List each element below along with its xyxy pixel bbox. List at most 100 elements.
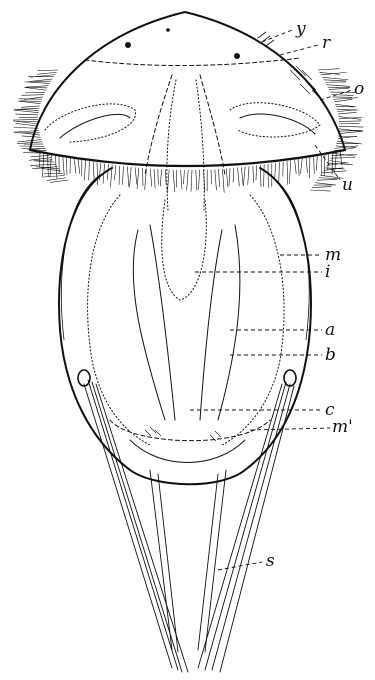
cilium xyxy=(238,168,240,187)
cilium xyxy=(181,170,182,190)
cilium xyxy=(289,160,291,183)
cilium xyxy=(298,159,299,176)
cilium xyxy=(22,136,41,137)
cilium xyxy=(312,187,332,188)
cilium xyxy=(310,190,330,191)
cilium xyxy=(13,119,37,120)
cilium xyxy=(241,167,243,186)
cilium xyxy=(328,153,329,170)
cilium xyxy=(322,77,348,79)
cilium xyxy=(97,162,98,185)
cilium xyxy=(18,140,42,142)
cilium xyxy=(50,180,68,182)
cilium xyxy=(256,165,257,180)
cilium xyxy=(335,104,355,106)
cilium xyxy=(63,156,64,175)
cilium xyxy=(199,170,200,190)
cilium xyxy=(184,170,185,184)
cilium xyxy=(37,70,58,71)
cilium xyxy=(339,121,361,122)
cilium xyxy=(233,168,234,183)
body xyxy=(59,168,311,484)
cilium xyxy=(160,169,161,186)
label-b: b xyxy=(325,345,336,365)
cilium xyxy=(74,159,76,174)
cilium xyxy=(187,170,189,191)
cilium xyxy=(318,69,340,70)
cilium xyxy=(191,170,192,192)
cilium xyxy=(89,161,90,180)
cilium xyxy=(84,161,85,181)
cilium xyxy=(316,155,317,170)
cilium xyxy=(226,169,228,188)
cilium xyxy=(173,170,175,192)
cilium xyxy=(20,101,41,102)
cilium xyxy=(334,99,352,102)
cilium xyxy=(107,164,108,180)
cilium xyxy=(135,167,137,184)
eye-spot-top xyxy=(166,28,170,32)
cilium xyxy=(25,82,50,84)
cilium xyxy=(295,160,297,174)
cilium xyxy=(17,142,42,144)
label-y: y xyxy=(295,19,306,39)
cilium xyxy=(22,95,45,96)
cilium xyxy=(332,154,358,155)
label-r: r xyxy=(322,33,331,53)
label-a: a xyxy=(325,320,335,340)
cilium xyxy=(287,161,288,185)
cilium xyxy=(337,110,356,112)
cilium xyxy=(93,162,94,181)
cilium xyxy=(150,169,152,187)
label-s: s xyxy=(266,551,275,571)
cilium xyxy=(154,169,155,188)
cilium xyxy=(15,114,38,115)
cilium xyxy=(331,157,355,158)
label-m-prime: m' xyxy=(332,417,353,437)
label-i: i xyxy=(325,262,330,282)
cilium xyxy=(319,178,340,179)
cilium xyxy=(326,85,350,87)
cilium xyxy=(215,169,217,190)
cilium xyxy=(322,171,347,173)
cilium xyxy=(127,167,128,187)
cilium xyxy=(324,80,347,81)
label-o: o xyxy=(354,79,364,99)
eye-spot-right xyxy=(234,53,240,59)
setae xyxy=(84,380,294,672)
cilium xyxy=(37,72,56,74)
label-u: u xyxy=(342,175,353,195)
labels: y r o u m i a b c m' s xyxy=(266,19,364,571)
cilium xyxy=(301,158,303,174)
cilium xyxy=(43,173,62,174)
cilium xyxy=(253,166,254,183)
cilium xyxy=(275,163,276,179)
cilium xyxy=(335,152,337,174)
cilium xyxy=(48,153,49,176)
cilium xyxy=(122,166,123,185)
cilium xyxy=(130,167,132,188)
cilium xyxy=(338,112,356,114)
eye-spot-left xyxy=(125,42,131,48)
cilium xyxy=(25,86,48,87)
cilium xyxy=(321,72,347,75)
cilium xyxy=(279,162,280,182)
cilium xyxy=(219,169,220,187)
cilium xyxy=(158,169,159,185)
cilium xyxy=(306,158,308,173)
cilium xyxy=(165,170,166,185)
cilium xyxy=(315,183,336,185)
cilium xyxy=(339,126,363,127)
cilium xyxy=(222,169,224,193)
neck xyxy=(145,75,225,210)
cilium xyxy=(167,170,169,194)
cilium xyxy=(229,168,230,186)
cilium xyxy=(78,159,80,173)
cilium xyxy=(14,127,39,128)
cilium xyxy=(42,176,65,178)
cilium xyxy=(47,178,67,181)
cilium xyxy=(137,168,139,189)
cilium xyxy=(21,106,40,107)
cilium xyxy=(243,167,245,186)
